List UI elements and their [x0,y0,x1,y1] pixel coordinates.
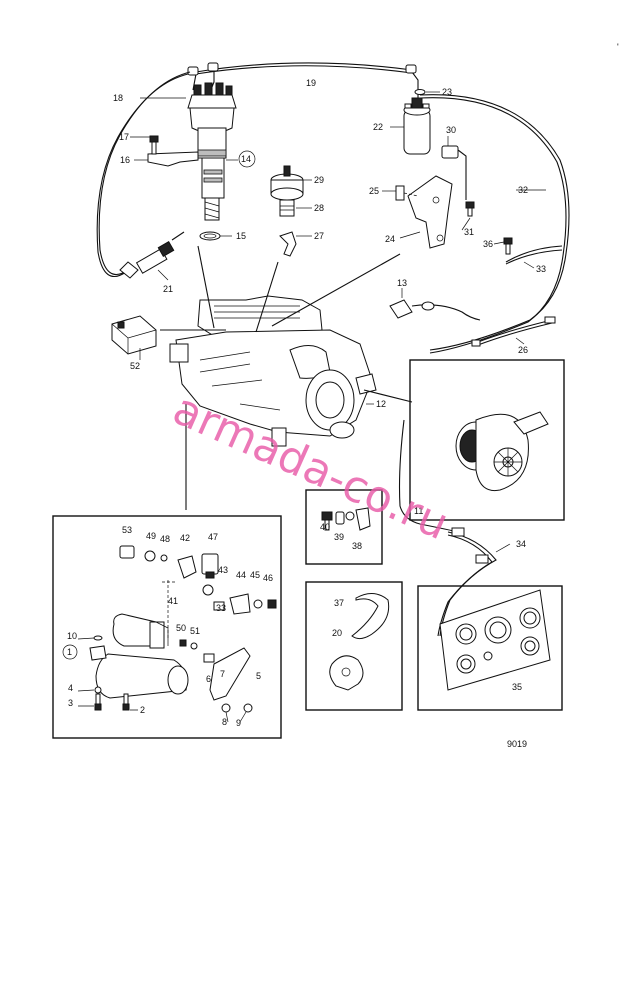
callout-6: 6 [206,674,211,684]
parts-box-38-40 [305,489,383,565]
callout-51: 51 [190,626,200,636]
relay [111,315,157,355]
callout-11: 11 [414,506,423,516]
callout-7: 7 [220,669,225,679]
callout-12: 12 [376,399,386,409]
callout-1-ring [62,644,78,660]
alternator-box [409,359,565,521]
callout-8: 8 [222,717,227,727]
terminal-parts [321,507,371,531]
callout-29: 29 [314,175,324,185]
callout-32: 32 [518,185,528,195]
callout-leaders [130,91,546,553]
callout-14-ring [238,150,256,168]
callout-37: 37 [334,598,344,608]
callout-41: 41 [168,596,178,606]
callout-10: 10 [67,631,77,641]
callout-33-top: 33 [536,264,546,274]
callout-34: 34 [516,539,526,549]
callout-35: 35 [512,682,522,692]
cable-34 [437,527,497,637]
callout-25: 25 [369,186,379,196]
callout-19: 19 [306,78,316,88]
starter-box [52,515,282,739]
temperature-sender [279,231,297,257]
sender-13 [389,299,481,321]
callout-40: 40 [320,522,330,532]
callout-27: 27 [314,231,324,241]
coil-bracket [395,175,475,249]
ground-cable [503,237,563,265]
callout-21: 21 [163,284,173,294]
callout-15: 15 [236,231,246,241]
callout-46: 46 [263,573,273,583]
drawing-number: 9019 [507,739,527,749]
ignition-coil [403,89,431,155]
callout-28: 28 [314,203,324,213]
callout-38: 38 [352,541,362,551]
callout-13: 13 [397,278,407,288]
callout-47: 47 [208,532,218,542]
callout-36: 36 [483,239,493,249]
distributor [187,82,237,241]
ignition-leads [96,62,570,354]
callout-14: 14 [241,154,251,164]
callout-20: 20 [332,628,342,638]
callout-53: 53 [122,525,132,535]
alternator [455,411,549,492]
parts-box-20-37 [305,581,403,711]
callout-23: 23 [442,87,452,97]
instrument-panel [439,589,551,691]
clamp-and-bolt [147,135,199,167]
oil-pressure-sender [270,165,304,217]
callout-31: 31 [464,227,474,237]
callout-52: 52 [130,361,140,371]
callout-33-starter: 33 [216,603,226,613]
callout-1: 1 [67,647,72,657]
solenoid-parts [119,545,277,650]
callout-44: 44 [236,570,246,580]
callout-3: 3 [68,698,73,708]
callout-24: 24 [385,234,395,244]
engine-block [169,295,377,447]
callout-43: 43 [218,565,228,575]
callout-26: 26 [518,345,528,355]
callout-labels: 18 19 23 22 30 17 16 14 29 25 32 28 31 1… [62,78,546,728]
corner-mark: ' [617,42,619,52]
callout-48: 48 [160,534,170,544]
callout-39: 39 [334,532,344,542]
callout-4: 4 [68,683,73,693]
alt-cable [398,419,459,533]
callout-16: 16 [120,155,130,165]
belt-and-plate [329,593,390,691]
spark-plug [119,231,185,279]
instrument-box [417,585,563,711]
callout-30: 30 [446,125,456,135]
callout-2: 2 [140,705,145,715]
leader-lines [160,245,413,510]
callout-18: 18 [113,93,123,103]
callout-5: 5 [256,671,261,681]
callout-42: 42 [180,533,190,543]
callout-49: 49 [146,531,156,541]
cable-26 [471,316,556,347]
callout-50: 50 [176,623,186,633]
callout-17: 17 [119,132,129,142]
callout-9: 9 [236,718,241,728]
callout-45: 45 [250,570,260,580]
callout-22: 22 [373,122,383,132]
connector [441,145,467,200]
starter-motor [89,613,189,699]
